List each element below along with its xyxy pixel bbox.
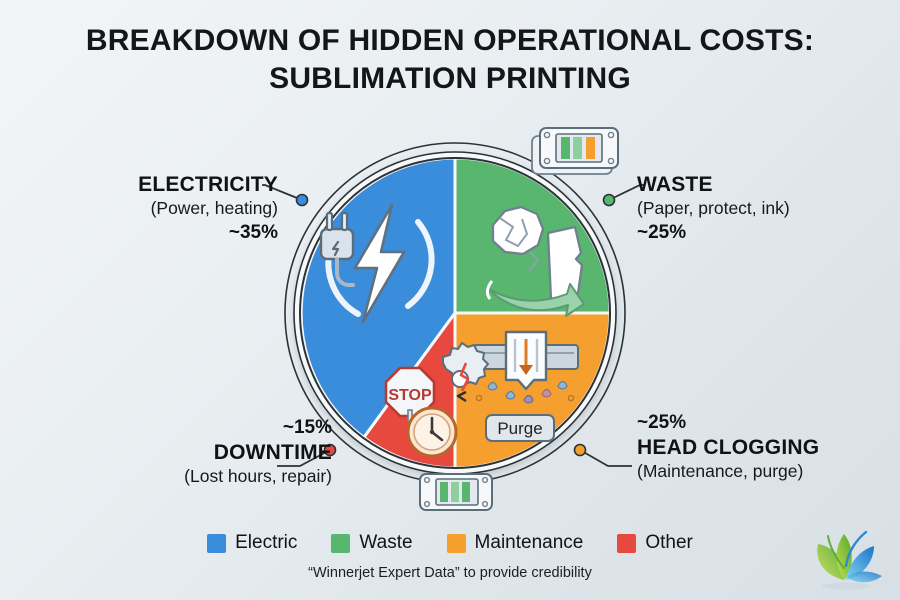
pie-outline — [299, 157, 611, 469]
callout-head-clogging-detail: (Maintenance, purge) — [637, 461, 804, 481]
legend-label-maintenance: Maintenance — [474, 532, 584, 553]
legend-swatch-waste — [331, 533, 351, 553]
legend-swatch-other — [617, 533, 637, 553]
callout-head-clogging-heading: HEAD CLOGGING — [637, 436, 820, 459]
callout-waste-detail: (Paper, protect, ink) — [637, 198, 790, 218]
callout-electricity-percent: ~35% — [228, 222, 278, 243]
connector-electricity — [262, 184, 309, 207]
printhead-cartridge-icon-top — [531, 127, 619, 175]
legend-label-waste: Waste — [359, 532, 413, 553]
callout-head-clogging: ~25% HEAD CLOGGING (Maintenance, purge) — [637, 410, 892, 483]
legend-label-electric: Electric — [235, 532, 298, 553]
callout-waste: WASTE (Paper, protect, ink) ~25% — [637, 172, 887, 245]
crumpled-paper-recycle-icon — [485, 205, 585, 317]
callout-waste-heading: WASTE — [637, 173, 713, 196]
page-title: BREAKDOWN OF HIDDEN OPERATIONAL COSTS: S… — [0, 22, 900, 98]
purge-badge-label: Purge — [497, 419, 542, 438]
connector-head-clogging — [573, 443, 632, 467]
chart-caption: “Winnerjet Expert Data” to provide credi… — [308, 565, 592, 581]
legend-swatch-maintenance — [446, 533, 466, 553]
stop-sign-broken-gear-clock-icon: STOP — [384, 341, 490, 458]
legend-item-other[interactable]: Other — [617, 532, 693, 554]
legend-item-maintenance[interactable]: Maintenance — [446, 532, 584, 554]
title-line-2: SUBLIMATION PRINTING — [269, 62, 631, 95]
callout-downtime-percent: ~15% — [282, 417, 332, 438]
callout-waste-percent: ~25% — [637, 222, 687, 243]
callout-head-clogging-percent: ~25% — [637, 412, 687, 433]
plug-and-lightning-bolt-icon — [319, 203, 435, 324]
connector-downtime — [277, 443, 337, 467]
legend-item-electric[interactable]: Electric — [207, 532, 297, 554]
legend-item-waste[interactable]: Waste — [331, 532, 413, 554]
title-line-1: BREAKDOWN OF HIDDEN OPERATIONAL COSTS: — [85, 24, 815, 57]
stop-sign-label: STOP — [388, 387, 432, 404]
callout-downtime-detail: (Lost hours, repair) — [184, 466, 332, 486]
callout-downtime: ~15% DOWNTIME (Lost hours, repair) — [120, 415, 332, 488]
callout-downtime-heading: DOWNTIME — [213, 441, 332, 464]
purge-nozzle-droplets-icon: Purge — [473, 330, 579, 442]
connector-waste — [602, 184, 645, 207]
printhead-cartridge-icon-bottom — [419, 473, 493, 511]
leaf-splash-logo — [817, 530, 882, 590]
legend-swatch-electric — [207, 533, 227, 553]
chart-legend: Electric Waste Maintenance Other — [0, 532, 900, 554]
callout-electricity-heading: ELECTRICITY — [138, 173, 278, 196]
callout-electricity: ELECTRICITY (Power, heating) ~35% — [78, 172, 278, 245]
callout-electricity-detail: (Power, heating) — [150, 198, 278, 218]
legend-label-other: Other — [645, 532, 693, 553]
